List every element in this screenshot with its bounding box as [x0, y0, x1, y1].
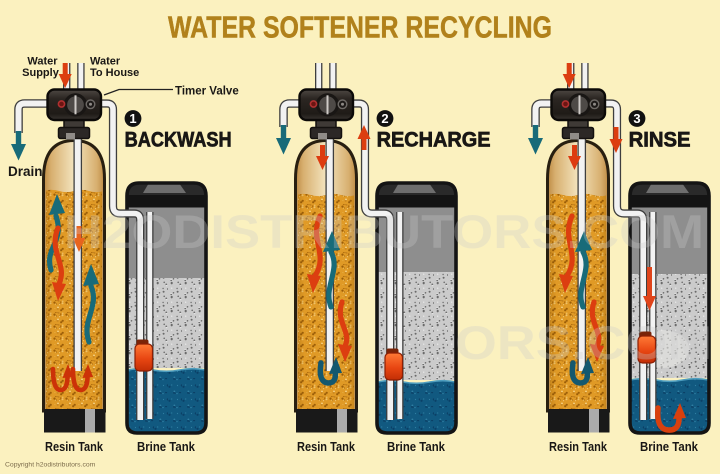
svg-text:RECHARGE: RECHARGE	[377, 129, 491, 152]
svg-text:Brine Tank: Brine Tank	[387, 440, 445, 454]
svg-text:Supply: Supply	[22, 67, 60, 79]
svg-text:RINSE: RINSE	[629, 129, 691, 152]
svg-text:WATER SOFTENER RECYCLING: WATER SOFTENER RECYCLING	[168, 11, 552, 45]
svg-text:Brine Tank: Brine Tank	[137, 440, 195, 454]
svg-text:BACKWASH: BACKWASH	[125, 129, 232, 152]
svg-text:Water: Water	[27, 56, 58, 68]
svg-text:Resin Tank: Resin Tank	[297, 440, 355, 454]
svg-text:Resin Tank: Resin Tank	[549, 440, 607, 454]
svg-text:Brine Tank: Brine Tank	[640, 440, 698, 454]
svg-text:2: 2	[381, 111, 388, 126]
svg-text:Timer Valve: Timer Valve	[175, 86, 239, 98]
svg-text:3: 3	[633, 111, 640, 126]
svg-text:1: 1	[129, 111, 136, 126]
svg-text:ORS.COM: ORS.COM	[455, 316, 712, 369]
svg-text:Drain: Drain	[8, 164, 43, 179]
svg-text:To House: To House	[90, 67, 139, 79]
svg-text:Resin Tank: Resin Tank	[45, 440, 103, 454]
svg-text:Water: Water	[90, 56, 121, 68]
svg-text:Copyright h2odistributors.com: Copyright h2odistributors.com	[5, 462, 96, 469]
svg-text:H2ODISTRIBUTORS.COM: H2ODISTRIBUTORS.COM	[64, 205, 704, 258]
